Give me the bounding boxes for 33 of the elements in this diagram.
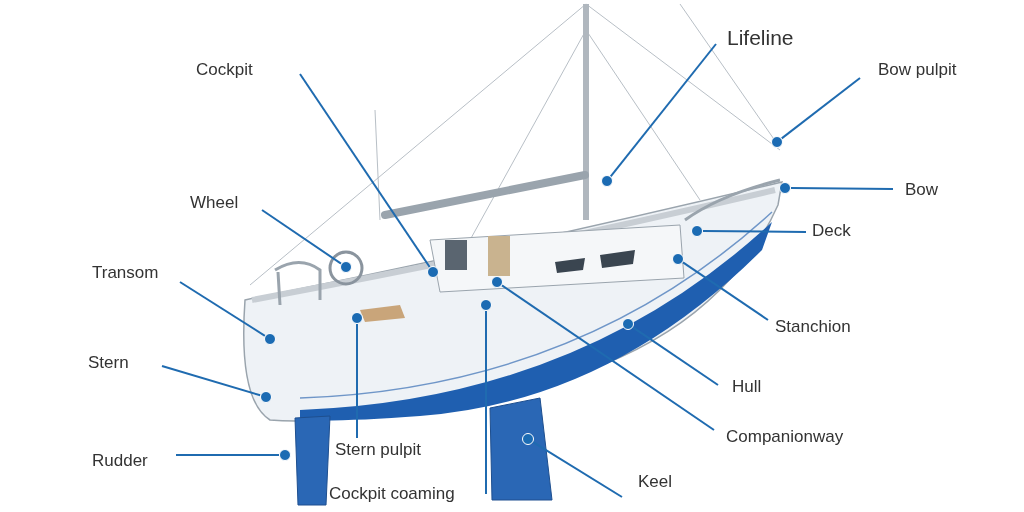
leader-line — [485, 310, 487, 495]
part-label: Lifeline — [727, 27, 794, 49]
marker-dot — [601, 175, 613, 187]
leader-line — [702, 230, 807, 233]
part-label: Stern — [88, 352, 129, 374]
part-label: Deck — [812, 220, 851, 242]
leader-line — [681, 261, 769, 321]
leader-line — [356, 323, 358, 439]
part-label: Stanchion — [775, 316, 851, 338]
marker-dot — [771, 136, 783, 148]
part-label: Keel — [638, 471, 673, 493]
leader-line — [609, 43, 717, 178]
part-label: Cockpit coaming — [329, 483, 455, 505]
part-label: Cockpit — [196, 59, 253, 81]
leader-line — [790, 187, 894, 190]
marker-dot — [340, 261, 352, 273]
leader-line — [179, 281, 266, 337]
part-label: Stern pulpit — [335, 439, 421, 461]
part-label: Companionway — [726, 426, 844, 448]
part-label: Rudder — [92, 450, 148, 472]
part-label: Bow — [905, 179, 939, 201]
leader-line — [175, 454, 280, 456]
leader-line — [261, 209, 343, 265]
part-label: Transom — [92, 262, 159, 284]
part-label: Wheel — [190, 192, 239, 214]
leader-line — [500, 284, 715, 431]
part-label: Hull — [732, 376, 762, 398]
part-label: Bow pulpit — [878, 59, 957, 81]
leader-line — [631, 326, 719, 386]
leader-line — [299, 73, 431, 268]
marker-dot — [279, 449, 291, 461]
leader-line — [780, 77, 861, 140]
leader-line — [161, 365, 262, 397]
